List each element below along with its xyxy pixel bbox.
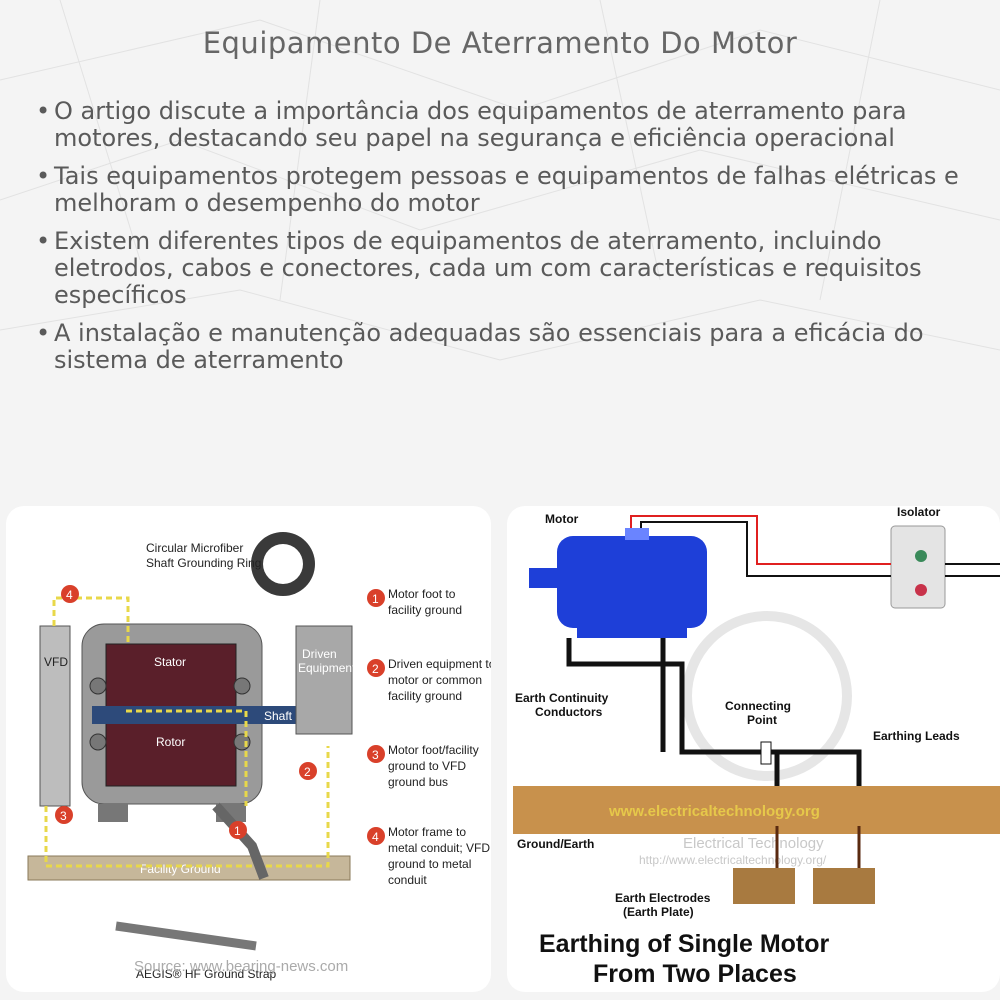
bullet-list: •O artigo discute a importância dos equi… (30, 98, 980, 385)
driven-label-2: Equipment (298, 661, 356, 675)
bullet-text: A instalação e manutenção adequadas são … (54, 319, 924, 374)
marker-3: 3 (60, 809, 67, 823)
svg-text:ground to VFD: ground to VFD (388, 759, 466, 773)
ground-label: Ground/Earth (517, 837, 594, 851)
svg-text:conduit: conduit (388, 873, 427, 887)
electrodes-label-2: (Earth Plate) (623, 905, 694, 919)
ring-label-2: Shaft Grounding Ring (146, 556, 261, 570)
earth-plate-left (733, 868, 795, 904)
vfd-box (39, 625, 71, 807)
svg-text:Motor foot to: Motor foot to (388, 587, 456, 601)
svg-text:Motor foot/facility: Motor foot/facility (388, 743, 479, 757)
marker-4: 4 (66, 588, 73, 602)
svg-text:1: 1 (372, 592, 379, 606)
svg-text:2: 2 (372, 662, 379, 676)
ground-strap-icon (212, 802, 269, 880)
shaft-label: Shaft (264, 709, 293, 723)
connecting-point (760, 741, 772, 765)
brand-watermark-2: http://www.electricaltechnology.org/ (639, 853, 827, 867)
earthing-leads-label: Earthing Leads (873, 729, 960, 743)
svg-text:ground bus: ground bus (388, 775, 448, 789)
bullet-text: Existem diferentes tipos de equipamentos… (54, 227, 922, 309)
svg-text:ground to metal: ground to metal (388, 857, 471, 871)
page-title: Equipamento De Aterramento Do Motor (202, 26, 798, 60)
bullet-item: •O artigo discute a importância dos equi… (36, 97, 907, 152)
svg-text:Motor frame to: Motor frame to (388, 825, 466, 839)
earth-conductor (566, 638, 763, 755)
marker-1: 1 (234, 824, 241, 838)
bullet-text: O artigo discute a importância dos equip… (54, 97, 907, 152)
stator-label: Stator (154, 655, 186, 669)
facility-ground (27, 855, 351, 881)
earth-plate-right (813, 868, 875, 904)
earth-continuity-2: Conductors (535, 705, 603, 719)
watermark-url: www.electricaltechnology.org (608, 803, 820, 820)
source-credit: Source: www.bearing-news.com (134, 958, 348, 975)
bullet-item: •Tais equipamentos protegem pessoas e eq… (36, 162, 959, 217)
svg-text:facility ground: facility ground (388, 689, 462, 703)
stator (105, 643, 237, 711)
isolator-icon (890, 525, 946, 609)
svg-text:facility ground: facility ground (388, 603, 462, 617)
legend: 1 Motor foot to facility ground 2 Driven… (367, 587, 491, 887)
rotor-label: Rotor (156, 735, 185, 749)
shaft (92, 706, 302, 724)
motor-earthing-figure: Motor Isolator Earth Continuity Conducto… (507, 506, 1000, 992)
ring-label-1: Circular Microfiber (146, 541, 243, 555)
bulb-watermark-icon (682, 611, 852, 781)
bullet-text: Tais equipamentos protegem pessoas e equ… (54, 162, 959, 217)
driven-equipment (295, 625, 353, 735)
figure-heading-1: Earthing of Single Motor (539, 930, 830, 958)
motor-label: Motor (545, 512, 579, 526)
isolator-label: Isolator (897, 506, 941, 519)
svg-text:Driven equipment to: Driven equipment to (388, 657, 491, 671)
connecting-label-1: Connecting (725, 699, 791, 713)
rotor (105, 719, 237, 787)
svg-text:4: 4 (372, 830, 379, 844)
connecting-label-2: Point (747, 713, 777, 727)
svg-text:3: 3 (372, 748, 379, 762)
vfd-label: VFD (44, 655, 68, 669)
svg-text:motor or common: motor or common (388, 673, 482, 687)
ground-band (513, 786, 1000, 834)
bullet-item: •A instalação e manutenção adequadas são… (36, 319, 924, 374)
electrodes-label-1: Earth Electrodes (615, 891, 711, 905)
marker-2: 2 (304, 765, 311, 779)
figure-heading-2: From Two Places (593, 960, 797, 988)
earth-continuity-1: Earth Continuity (515, 691, 609, 705)
strap-label: AEGIS® HF Ground Strap (136, 967, 277, 981)
brand-watermark-1: Electrical Technology (683, 835, 824, 852)
motor-icon (557, 536, 707, 628)
svg-text:metal conduit; VFD: metal conduit; VFD (388, 841, 490, 855)
shaft-grounding-figure: Circular Microfiber Shaft Grounding Ring… (6, 506, 491, 992)
bullet-item: •Existem diferentes tipos de equipamento… (36, 227, 922, 309)
driven-label-1: Driven (302, 647, 337, 661)
facility-ground-label: Facility Ground (140, 862, 221, 876)
